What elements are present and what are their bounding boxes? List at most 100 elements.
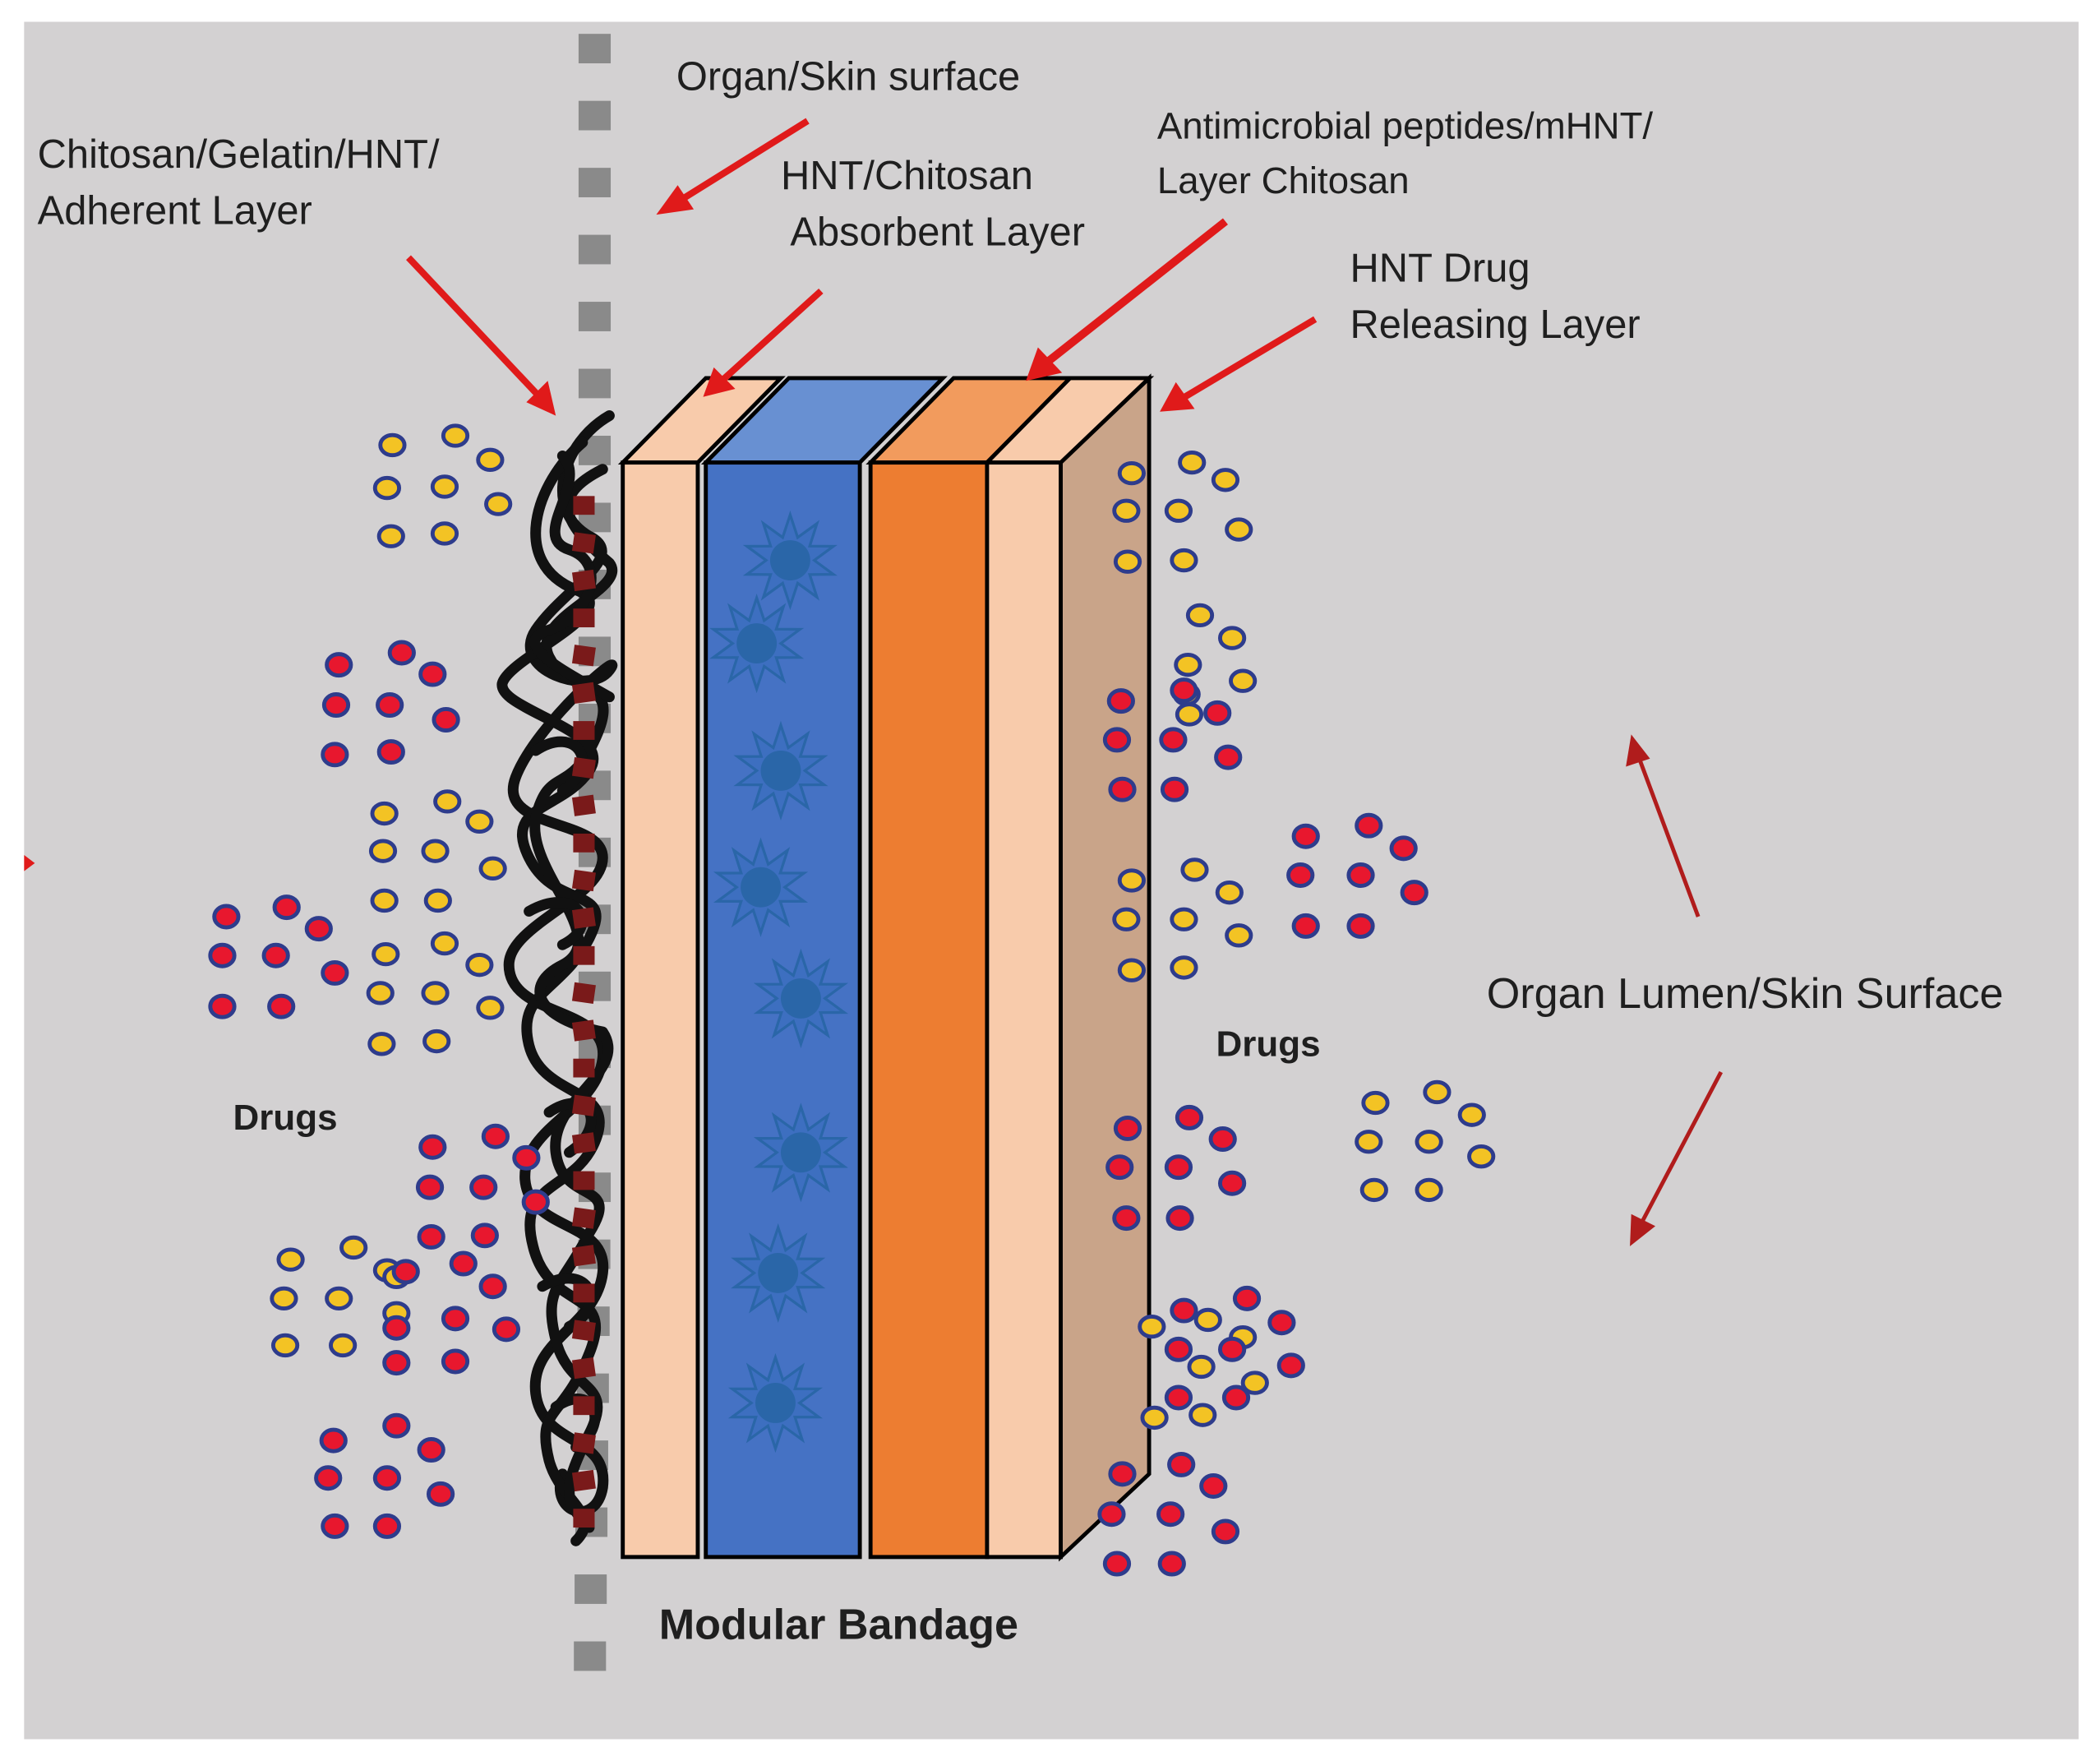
arrow-antimicrobial	[1045, 218, 1228, 366]
drug-yellow-dot	[325, 1286, 353, 1311]
drug-yellow-dot	[1217, 626, 1247, 650]
drug-yellow-dot	[1178, 450, 1207, 475]
arrow-organ-skin	[681, 118, 810, 202]
drug-red-dot	[1112, 1205, 1141, 1232]
star-particle-core	[758, 1252, 799, 1293]
red-dot-segment	[573, 945, 595, 965]
drug-red-dot	[1214, 744, 1243, 770]
drug-red-dot	[1156, 1501, 1185, 1528]
arrow-head-organ-skin	[656, 185, 695, 215]
drug-yellow-dot	[1193, 1307, 1222, 1333]
drug-red-dot	[1203, 700, 1232, 726]
red-dot-segment	[571, 1245, 596, 1267]
drug-yellow-dot	[1170, 955, 1198, 980]
drug-red-dot	[267, 993, 296, 1019]
drug-yellow-dot	[476, 447, 505, 473]
drug-red-dot	[1170, 1297, 1198, 1324]
drug-red-dot	[1175, 1104, 1204, 1130]
label-antimicrobial-line1: Antimicrobial peptides/mHNT/	[1157, 104, 1654, 146]
drug-red-dot	[441, 1306, 470, 1332]
drug-red-dot	[1167, 1451, 1196, 1477]
drug-red-dot	[1170, 677, 1198, 704]
drug-red-dot	[372, 1465, 402, 1491]
drug-yellow-dot	[1240, 1370, 1269, 1395]
drug-red-dot	[1221, 1384, 1251, 1411]
drug-yellow-dot	[422, 1028, 451, 1054]
red-dot-segment	[571, 1132, 596, 1154]
drug-red-dot	[1105, 1154, 1134, 1181]
drug-yellow-dot	[484, 492, 513, 516]
red-dot-segment	[571, 794, 596, 816]
drug-red-dot	[1164, 1154, 1193, 1181]
red-dot-segment	[571, 645, 596, 667]
drug-red-dot	[1276, 1352, 1305, 1379]
drug-yellow-dot	[1112, 907, 1141, 931]
drug-red-dot	[319, 1427, 348, 1454]
drug-red-dot	[432, 706, 460, 733]
drug-red-dot	[321, 1513, 349, 1539]
red-dot-segment	[571, 1320, 596, 1342]
drug-red-dot	[382, 1412, 411, 1439]
red-dot-segment	[571, 1019, 596, 1042]
antimicrobial-layer-front	[868, 460, 990, 1560]
red-dot-segment	[573, 1509, 595, 1528]
red-dot-segment	[571, 869, 596, 892]
red-dot-segment	[571, 757, 596, 779]
label-lumen: Organ Lumen/Skin Surface	[1487, 970, 2004, 1018]
drug-red-dot	[372, 1513, 402, 1539]
drug-red-dot	[441, 1348, 470, 1375]
drug-yellow-dot	[1415, 1177, 1443, 1203]
drug-yellow-dot	[366, 981, 395, 1005]
drug-yellow-dot	[1112, 498, 1141, 523]
surface-dash-segment	[578, 34, 612, 64]
labels: Organ/Skin surface Chitosan/Gelatin/HNT/…	[38, 55, 2004, 1649]
drug-red-dot	[1199, 1473, 1228, 1499]
drug-red-dot	[1157, 1551, 1186, 1577]
arrow-drug-release	[1180, 316, 1318, 401]
drug-yellow-dot	[1138, 1314, 1166, 1339]
arrow-head-lumen-down	[1630, 1213, 1656, 1246]
drug-yellow-dot	[1467, 1144, 1496, 1169]
drug-yellow-dot	[1174, 652, 1202, 677]
drug-red-dot	[304, 916, 333, 942]
drug-red-dot	[321, 959, 349, 986]
drug-red-dot	[1208, 1126, 1237, 1152]
drug-red-dot	[481, 1123, 510, 1149]
drug-yellow-dot	[1423, 1079, 1452, 1105]
drug-yellow-dot	[423, 888, 452, 913]
drug-yellow-dot	[378, 432, 407, 458]
drug-yellow-dot	[370, 888, 399, 913]
drug-red-dot	[376, 692, 404, 719]
drug-red-dot	[376, 739, 405, 765]
drug-red-dot	[1355, 812, 1383, 839]
arrow-lumen-up	[1637, 757, 1701, 917]
drug-release-layer-front	[985, 460, 1063, 1560]
red-dot-segment	[573, 1283, 595, 1303]
label-drugs-right: Drugs	[1216, 1024, 1321, 1064]
label-drugs-left: Drugs	[233, 1098, 338, 1138]
red-dot-segment	[573, 1396, 595, 1416]
drug-red-dot	[1400, 880, 1428, 906]
drug-yellow-dot	[376, 524, 405, 548]
drug-yellow-dot	[329, 1333, 358, 1358]
drug-red-dot	[1106, 688, 1135, 714]
drug-red-dot	[1108, 1461, 1137, 1487]
drug-red-dot	[1291, 913, 1320, 939]
red-dot-segment	[573, 833, 595, 853]
absorbent-star-particles	[709, 510, 848, 1454]
drug-yellow-dot	[421, 981, 450, 1005]
red-dot-segment	[571, 1357, 596, 1380]
drug-yellow-dot	[465, 809, 494, 834]
drug-red-dot	[382, 1315, 411, 1341]
drug-red-dot	[314, 1465, 343, 1491]
drug-yellow-dot	[370, 801, 399, 826]
drug-red-dot	[1108, 776, 1137, 802]
red-dot-segment	[571, 1432, 596, 1454]
drug-red-dot	[208, 993, 237, 1019]
drug-red-dot	[1291, 823, 1320, 849]
drug-yellow-dot	[1117, 868, 1147, 893]
drug-red-dot	[391, 1259, 420, 1285]
drug-red-dot	[1232, 1285, 1262, 1311]
drug-yellow-dot	[1457, 1102, 1486, 1127]
drug-yellow-dot	[1215, 880, 1244, 905]
